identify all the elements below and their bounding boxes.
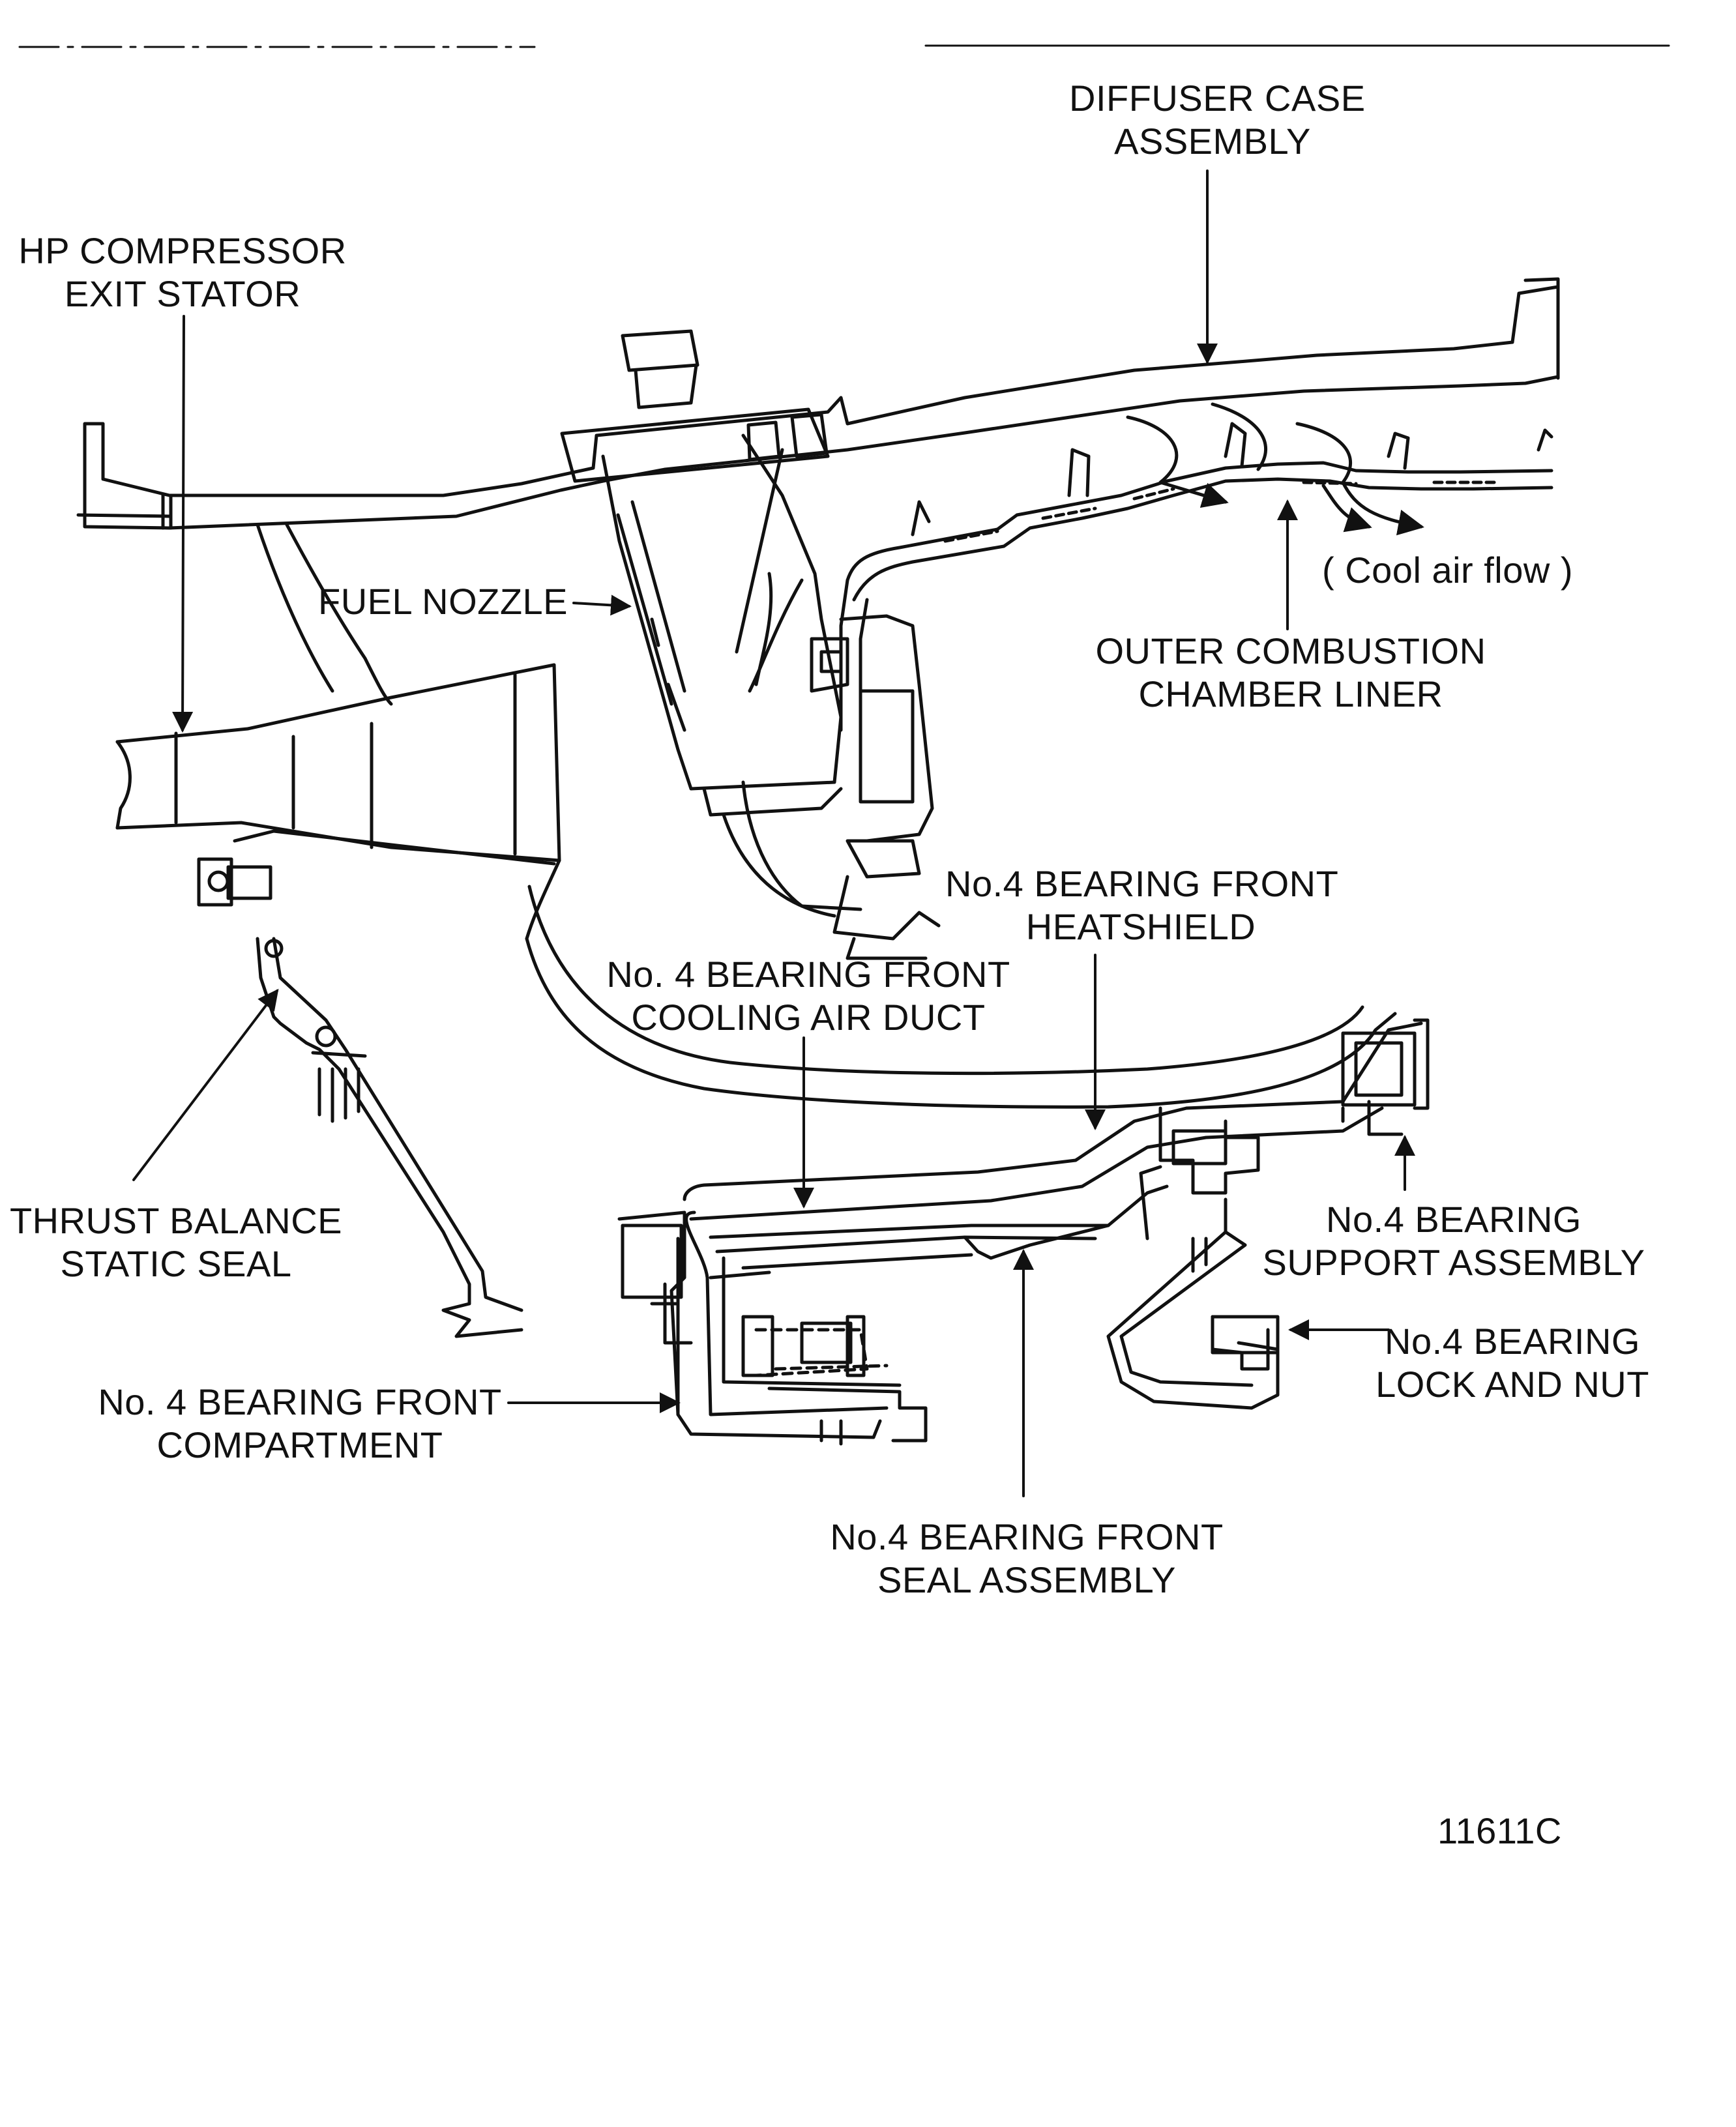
fuel-nozzle [601,433,843,817]
diffuser-case [76,277,1560,530]
label-no4-bearing-front-seal-assembly: No.4 BEARING FRONT SEAL ASSEMBLY [830,1516,1224,1600]
leader-arrows [132,169,1415,1497]
label-no4-bearing-front-heatshield: No.4 BEARING FRONT HEATSHIELD [945,863,1339,947]
label-no4-bearing-front-cooling-air-duct: No. 4 BEARING FRONT COOLING AIR DUCT [606,954,1010,1038]
label-outer-combustion-chamber-liner: OUTER COMBUSTION CHAMBER LINER [1095,630,1486,714]
compressor-exit-stator [115,523,1397,1109]
label-no4-bearing-support-assembly: No.4 BEARING SUPPORT ASSEMBLY [1262,1199,1645,1283]
label-no4-bearing-front-compartment: No. 4 BEARING FRONT COMPARTMENT [98,1381,502,1465]
nozzle-guide-mount [722,614,941,960]
bearing-support-assembly [1106,1018,1430,1410]
top-border-lines [18,44,1670,48]
label-hp-compressor-exit-stator: HP COMPRESSOR EXIT STATOR [18,230,347,314]
outer-combustion-liner [748,402,1553,732]
bearing-housing [617,1021,1423,1446]
label-diffuser-case: DIFFUSER CASE ASSEMBLY [1069,78,1366,162]
label-thrust-balance-static-seal: THRUST BALANCE STATIC SEAL [9,1200,343,1284]
label-fuel-nozzle: FUEL NOZZLE [318,581,568,622]
thrust-balance-seal [197,829,556,1338]
label-cool-air-flow: ( Cool air flow ) [1322,550,1574,591]
figure-number: 11611C [1437,1810,1562,1851]
label-no4-bearing-lock-and-nut: No.4 BEARING LOCK AND NUT [1376,1321,1649,1405]
